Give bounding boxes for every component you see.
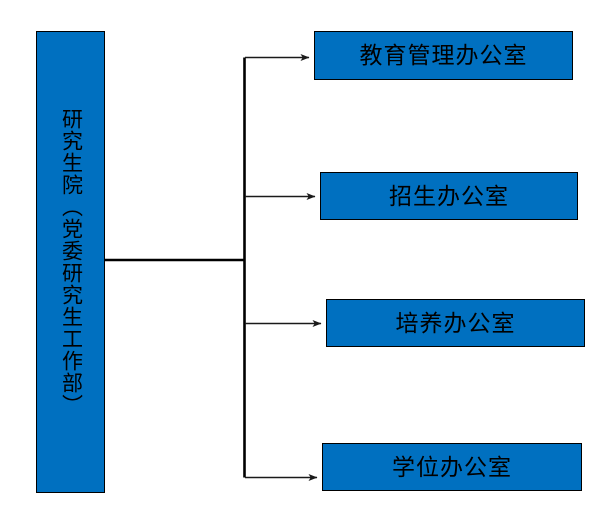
node-root-label: 研究生院（党委研究生工作部）	[59, 108, 83, 416]
node-root[interactable]: 研究生院（党委研究生工作部）	[36, 31, 105, 493]
node-label: 招生办公室	[389, 182, 509, 209]
node-label: 学位办公室	[392, 453, 512, 480]
node-education-management-office[interactable]: 教育管理办公室	[314, 31, 573, 80]
node-admissions-office[interactable]: 招生办公室	[320, 172, 578, 220]
node-training-office[interactable]: 培养办公室	[326, 299, 585, 347]
node-label: 培养办公室	[395, 309, 516, 336]
node-degree-office[interactable]: 学位办公室	[322, 443, 582, 491]
node-label: 教育管理办公室	[359, 42, 528, 69]
